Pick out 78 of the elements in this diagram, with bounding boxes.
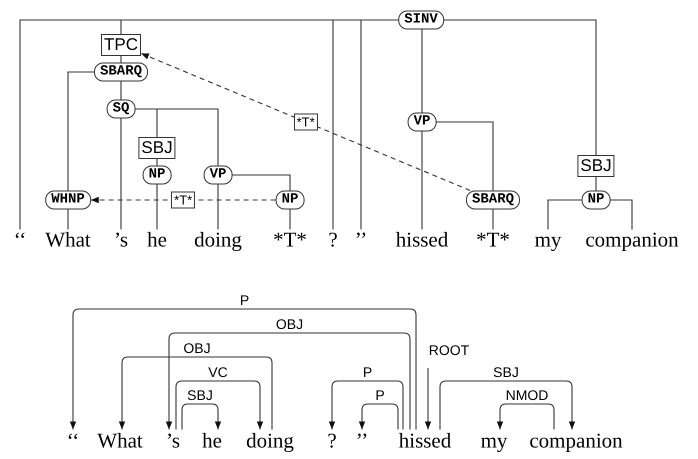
function-label: TPC bbox=[101, 34, 141, 56]
dependency-arc bbox=[496, 403, 555, 430]
tree-branch bbox=[595, 177, 597, 190]
word: he bbox=[202, 430, 222, 452]
tree-branch bbox=[444, 19, 597, 155]
tree-branch bbox=[360, 19, 398, 230]
dependency-arc bbox=[175, 380, 264, 430]
phrase-label: SBARQ bbox=[94, 62, 148, 82]
word: companion bbox=[529, 430, 623, 452]
phrase-label: NP bbox=[276, 190, 304, 210]
dependency-arc bbox=[70, 308, 417, 430]
dependency-arc bbox=[358, 403, 399, 430]
function-label: SBJ bbox=[577, 155, 615, 177]
tree-branch bbox=[217, 184, 219, 230]
word: my bbox=[480, 430, 508, 452]
word: ’s bbox=[114, 230, 128, 250]
phrase-label: VP bbox=[408, 112, 436, 132]
tree-branch bbox=[135, 108, 219, 166]
trace-arrow bbox=[140, 52, 470, 191]
tree-branch bbox=[610, 199, 633, 230]
word: What bbox=[45, 230, 91, 250]
edge-label: OBJ bbox=[182, 341, 212, 355]
edge-label: VC bbox=[207, 365, 229, 379]
phrase-label: VP bbox=[204, 166, 232, 184]
tree-branch bbox=[120, 82, 122, 100]
word: he bbox=[147, 230, 167, 250]
tree-branch bbox=[120, 56, 122, 62]
edge-label: SBJ bbox=[492, 365, 520, 379]
dependency-arc bbox=[166, 332, 411, 430]
word: hissed bbox=[396, 230, 448, 250]
tree-branch bbox=[492, 210, 494, 230]
word: ? bbox=[327, 430, 337, 452]
edge-label: NMOD bbox=[504, 388, 550, 402]
dependency-arc bbox=[328, 380, 404, 430]
tree-branch bbox=[120, 118, 122, 230]
tree-branch bbox=[67, 210, 69, 230]
edge-label: P bbox=[374, 388, 386, 402]
tree-branch bbox=[156, 159, 158, 166]
dependency-arc bbox=[181, 403, 222, 430]
edge-label: P bbox=[238, 293, 250, 307]
word: ’’ bbox=[354, 230, 368, 250]
edge-label: OBJ bbox=[274, 317, 304, 331]
tree-branch bbox=[289, 210, 291, 230]
tree-branch bbox=[232, 174, 291, 190]
word: ? bbox=[328, 230, 338, 250]
word: ’’ bbox=[356, 430, 368, 452]
word: doing bbox=[194, 230, 242, 250]
tree-branch bbox=[156, 184, 158, 230]
word: ’s bbox=[166, 430, 180, 452]
word: hissed bbox=[398, 430, 452, 452]
phrase-label: SINV bbox=[398, 10, 444, 30]
dependency-arc bbox=[118, 356, 273, 430]
word: ‘‘ bbox=[66, 430, 80, 452]
tree-branch bbox=[421, 132, 423, 230]
edge-label: SBJ bbox=[186, 388, 214, 402]
tree-branch bbox=[67, 71, 94, 190]
phrase-label: NP bbox=[142, 166, 172, 184]
phrase-label: SBARQ bbox=[466, 190, 520, 210]
tree-branch bbox=[421, 30, 423, 112]
trace-label: *T* bbox=[171, 192, 196, 208]
tree-branch bbox=[436, 121, 494, 190]
dependency-arc bbox=[424, 368, 432, 430]
word: my bbox=[534, 230, 562, 250]
edge-label: ROOT bbox=[428, 343, 470, 357]
edge-label: P bbox=[362, 365, 374, 379]
word: doing bbox=[246, 430, 294, 452]
dependency-arc bbox=[439, 380, 576, 430]
tree-branch bbox=[547, 199, 582, 230]
word: *T* bbox=[476, 230, 510, 250]
word: companion bbox=[585, 230, 679, 250]
phrase-label: NP bbox=[582, 190, 610, 210]
phrase-label: SQ bbox=[106, 100, 136, 118]
word: *T* bbox=[273, 230, 307, 250]
trace-label: *T* bbox=[294, 113, 318, 130]
phrase-label: WHNP bbox=[45, 190, 91, 210]
word: What bbox=[97, 430, 143, 452]
function-label: SBJ bbox=[138, 137, 176, 159]
word: ‘‘ bbox=[14, 230, 26, 250]
